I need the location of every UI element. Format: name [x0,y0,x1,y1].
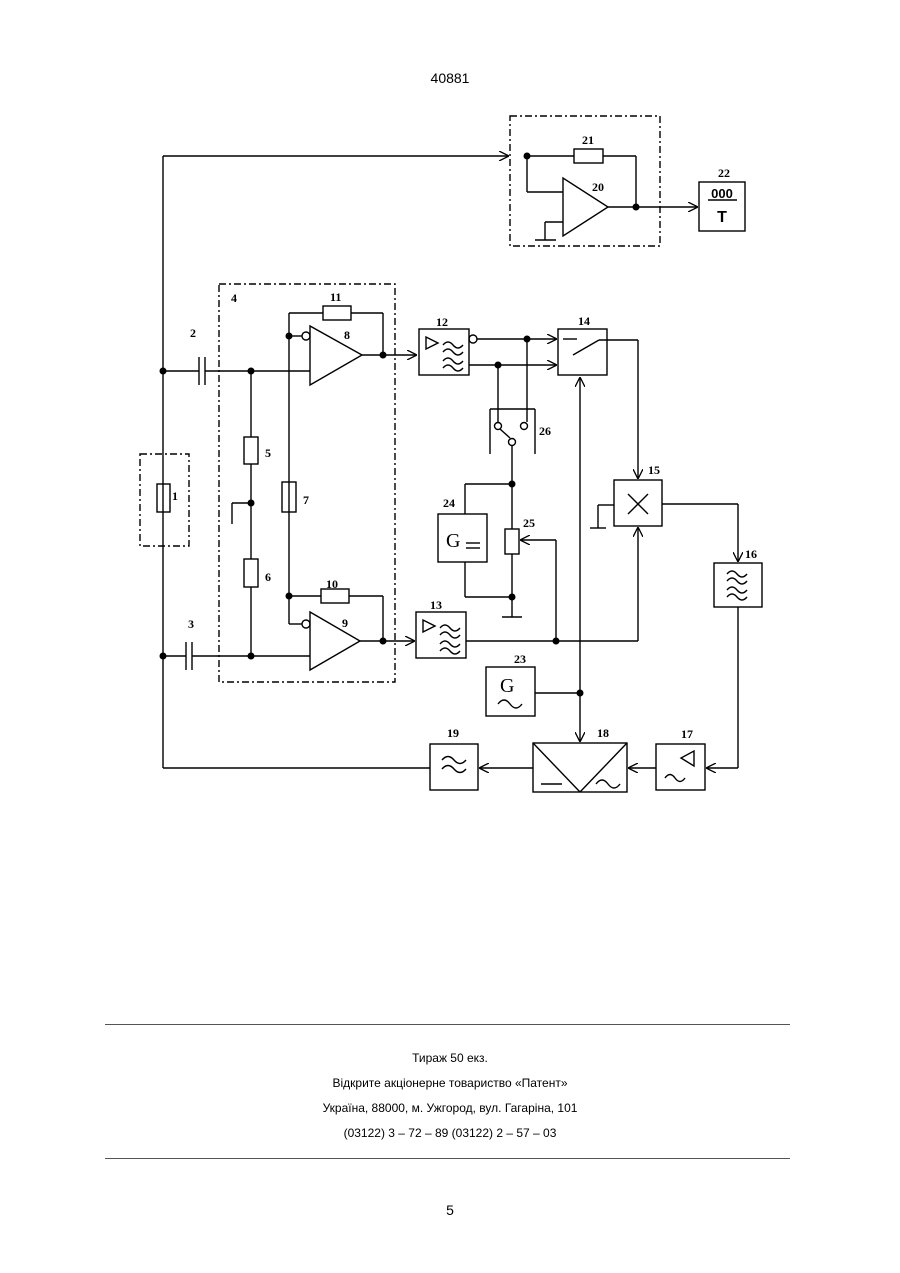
footer-phones: (03122) 3 – 72 – 89 (03122) 2 – 57 – 03 [0,1121,900,1146]
switch-26-contact-left [495,423,502,430]
label-17: 17 [681,727,693,741]
label-6: 6 [265,570,271,584]
filter-amplifier-12 [419,329,469,375]
label-21: 21 [582,133,594,147]
resistor-21 [574,149,603,163]
label-3: 3 [188,617,194,631]
label-5: 5 [265,446,271,460]
dashed-enclosure-1 [140,454,189,546]
filter-19 [430,744,478,790]
label-7: 7 [303,493,309,507]
label-10: 10 [326,577,338,591]
page-number: 5 [0,1202,900,1218]
label-15: 15 [648,463,660,477]
switch-26-contact-right [521,423,528,430]
multiplier-15 [614,480,662,526]
label-13: 13 [430,598,442,612]
label-1: 1 [172,489,178,503]
dashed-enclosure-4 [219,284,395,682]
resistor-11 [323,306,351,320]
switch-block-14 [558,329,607,375]
label-20: 20 [592,180,604,194]
label-26: 26 [539,424,551,438]
label-9: 9 [342,616,348,630]
footer-print-run: Тираж 50 екз. [0,1046,900,1071]
label-12: 12 [436,315,448,329]
generator-23-letter: G [500,675,514,697]
label-23: 23 [514,652,526,666]
circuit-diagram: 000 T G G 1 2 3 4 5 6 7 8 9 10 11 12 13 … [0,0,900,1000]
footer-address: Україна, 88000, м. Ужгород, вул. Гагарін… [0,1096,900,1121]
footer: Тираж 50 екз. Відкрите акціонерне товари… [0,1046,900,1146]
footer-publisher: Відкрите акціонерне товариство «Патент» [0,1071,900,1096]
indicator-22-digits: 000 [711,186,733,201]
label-25: 25 [523,516,535,530]
resistor-5 [244,437,258,464]
resistor-10 [321,589,349,603]
label-8: 8 [344,328,350,342]
op-amp-9 [310,612,360,670]
amplifier-17 [656,744,705,790]
label-18: 18 [597,726,609,740]
potentiometer-25 [505,529,519,554]
label-2: 2 [190,326,196,340]
label-16: 16 [745,547,757,561]
resistor-6 [244,559,258,587]
filter-amplifier-13 [416,612,466,658]
footer-bottom-rule [105,1158,790,1159]
op-amp-8 [310,326,362,385]
indicator-22-unit: T [717,209,727,226]
filter-16 [714,563,762,607]
generator-24-letter: G [446,530,460,552]
label-11: 11 [330,290,341,304]
label-22: 22 [718,166,730,180]
switch-26-common [509,439,516,446]
footer-top-rule [105,1024,790,1025]
label-14: 14 [578,314,590,328]
label-4: 4 [231,291,237,305]
label-24: 24 [443,496,455,510]
label-19: 19 [447,726,459,740]
